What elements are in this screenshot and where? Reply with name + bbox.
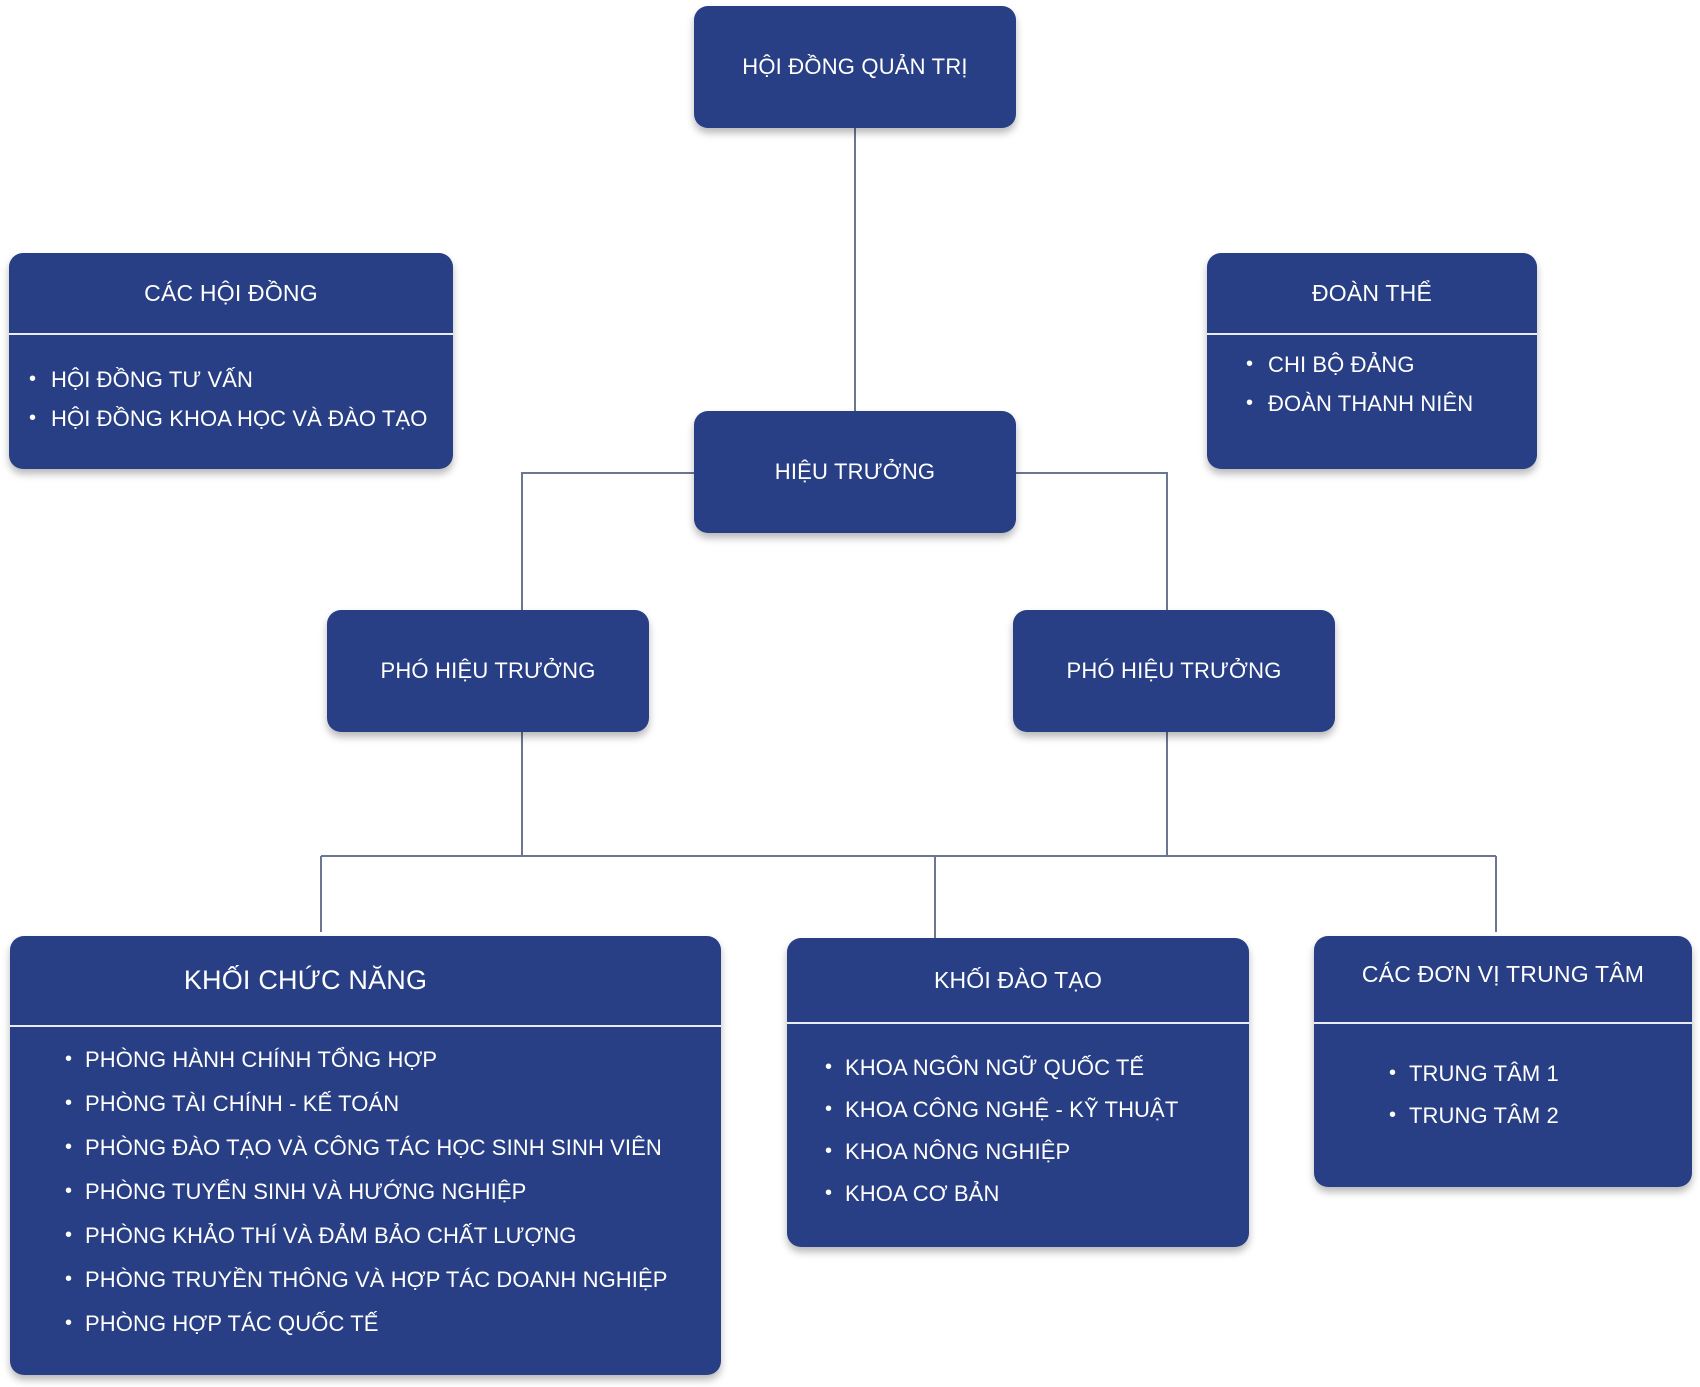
- training-block-list: KHOA NGÔN NGỮ QUỐC TẾ KHOA CÔNG NGHỆ - K…: [787, 1024, 1249, 1207]
- centers-box: CÁC ĐƠN VỊ TRUNG TÂM TRUNG TÂM 1 TRUNG T…: [1314, 936, 1692, 1187]
- training-block-title: KHỐI ĐÀO TẠO: [933, 966, 1103, 993]
- list-item: CHI BỘ ĐẢNG: [1246, 352, 1537, 378]
- training-block-box: KHỐI ĐÀO TẠO KHOA NGÔN NGỮ QUỐC TẾ KHOA …: [787, 938, 1249, 1247]
- list-item: HỘI ĐỒNG KHOA HỌC VÀ ĐÀO TẠO: [29, 406, 453, 432]
- list-item: KHOA NÔNG NGHIỆP: [825, 1139, 1249, 1165]
- vice-principal-left-box: PHÓ HIỆU TRƯỞNG: [327, 610, 649, 732]
- functional-block-title: KHỐI CHỨC NĂNG: [183, 965, 428, 995]
- centers-title: CÁC ĐƠN VỊ TRUNG TÂM: [1361, 960, 1645, 987]
- councils-box: CÁC HỘI ĐỒNG HỘI ĐỒNG TƯ VẤN HỘI ĐỒNG KH…: [9, 253, 453, 469]
- list-item: KHOA CƠ BẢN: [825, 1181, 1249, 1207]
- list-item: PHÒNG TUYỂN SINH VÀ HƯỚNG NGHIỆP: [65, 1179, 721, 1205]
- centers-list: TRUNG TÂM 1 TRUNG TÂM 2: [1314, 1024, 1692, 1129]
- principal-title: HIỆU TRƯỞNG: [774, 459, 936, 484]
- training-block-header: KHỐI ĐÀO TẠO: [787, 938, 1249, 1024]
- vice-principal-right-title: PHÓ HIỆU TRƯỞNG: [1066, 658, 1282, 683]
- councils-list: HỘI ĐỒNG TƯ VẤN HỘI ĐỒNG KHOA HỌC VÀ ĐÀO…: [9, 335, 453, 432]
- board-of-directors-title: HỘI ĐỒNG QUẢN TRỊ: [742, 54, 968, 79]
- vice-principal-right-box: PHÓ HIỆU TRƯỞNG: [1013, 610, 1335, 732]
- list-item: HỘI ĐỒNG TƯ VẤN: [29, 367, 453, 393]
- centers-header: CÁC ĐƠN VỊ TRUNG TÂM: [1314, 936, 1692, 1024]
- board-of-directors-box: HỘI ĐỒNG QUẢN TRỊ: [694, 6, 1016, 128]
- principal-box: HIỆU TRƯỞNG: [694, 411, 1016, 533]
- list-item: PHÒNG ĐÀO TẠO VÀ CÔNG TÁC HỌC SINH SINH …: [65, 1135, 721, 1161]
- list-item: PHÒNG KHẢO THÍ VÀ ĐẢM BẢO CHẤT LƯỢNG: [65, 1223, 721, 1249]
- list-item: KHOA NGÔN NGỮ QUỐC TẾ: [825, 1055, 1249, 1081]
- list-item: PHÒNG HÀNH CHÍNH TỔNG HỢP: [65, 1047, 721, 1073]
- councils-title: CÁC HỘI ĐỒNG: [144, 279, 318, 306]
- vice-principal-left-title: PHÓ HIỆU TRƯỞNG: [380, 658, 596, 683]
- list-item: TRUNG TÂM 2: [1389, 1103, 1692, 1129]
- unions-header: ĐOÀN THỂ: [1207, 253, 1537, 335]
- list-item: PHÒNG HỢP TÁC QUỐC TẾ: [65, 1311, 721, 1337]
- list-item: KHOA CÔNG NGHỆ - KỸ THUẬT: [825, 1097, 1249, 1123]
- connector-principal-vp-right: [1016, 472, 1168, 610]
- councils-header: CÁC HỘI ĐỒNG: [9, 253, 453, 335]
- functional-block-header: KHỐI CHỨC NĂNG: [10, 936, 721, 1027]
- unions-box: ĐOÀN THỂ CHI BỘ ĐẢNG ĐOÀN THANH NIÊN: [1207, 253, 1537, 469]
- unions-title: ĐOÀN THỂ: [1311, 279, 1433, 306]
- list-item: PHÒNG TRUYỀN THÔNG VÀ HỢP TÁC DOANH NGHI…: [65, 1267, 721, 1293]
- connector-principal-vp-left: [521, 472, 694, 610]
- list-item: TRUNG TÂM 1: [1389, 1061, 1692, 1087]
- list-item: PHÒNG TÀI CHÍNH - KẾ TOÁN: [65, 1091, 721, 1117]
- list-item: ĐOÀN THANH NIÊN: [1246, 391, 1537, 417]
- functional-block-list: PHÒNG HÀNH CHÍNH TỔNG HỢP PHÒNG TÀI CHÍN…: [10, 1027, 721, 1337]
- functional-block-box: KHỐI CHỨC NĂNG PHÒNG HÀNH CHÍNH TỔNG HỢP…: [10, 936, 721, 1375]
- unions-list: CHI BỘ ĐẢNG ĐOÀN THANH NIÊN: [1207, 335, 1537, 417]
